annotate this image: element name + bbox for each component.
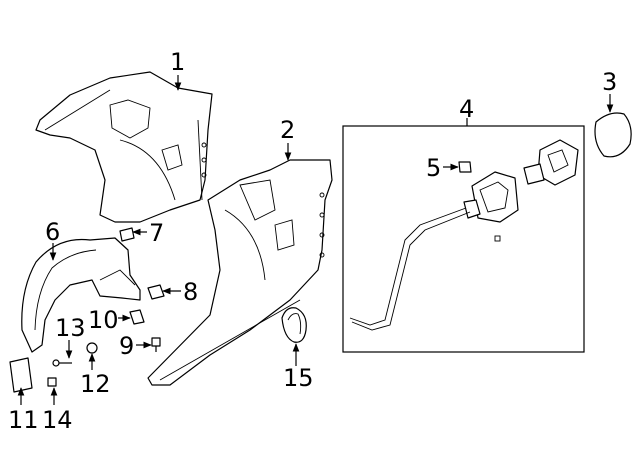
callout-14: 14 xyxy=(42,406,73,434)
callout-7: 7 xyxy=(149,219,164,247)
nut-clip-8 xyxy=(147,284,165,300)
bolt-9 xyxy=(151,337,161,352)
callout-13: 13 xyxy=(55,314,86,342)
callout-8: 8 xyxy=(183,278,198,306)
callout-1: 1 xyxy=(170,48,185,76)
fuel-door xyxy=(594,112,632,158)
callout-6: 6 xyxy=(45,218,60,246)
push-clip-7 xyxy=(119,227,135,242)
clip-10 xyxy=(129,309,145,325)
grommet-12 xyxy=(86,342,98,354)
callout-9: 9 xyxy=(119,332,134,360)
clip-5 xyxy=(458,161,472,173)
fuel-filler-box xyxy=(342,125,585,353)
screw-13 xyxy=(52,359,72,367)
callout-12: 12 xyxy=(80,370,111,398)
callout-15: 15 xyxy=(283,364,314,392)
callout-5: 5 xyxy=(426,154,441,182)
callout-11: 11 xyxy=(8,406,39,434)
wheel-liner xyxy=(21,237,141,353)
flap-11 xyxy=(9,357,33,393)
callout-3: 3 xyxy=(602,68,617,96)
fuel-door-housing xyxy=(281,307,307,343)
callout-4: 4 xyxy=(459,95,474,123)
callout-2: 2 xyxy=(280,116,295,144)
quarter-panel-outer xyxy=(35,71,213,223)
clip-14 xyxy=(47,377,57,387)
fuel-filler-assembly xyxy=(349,139,579,331)
quarter-panel-inner xyxy=(147,159,333,386)
callout-10: 10 xyxy=(88,306,119,334)
